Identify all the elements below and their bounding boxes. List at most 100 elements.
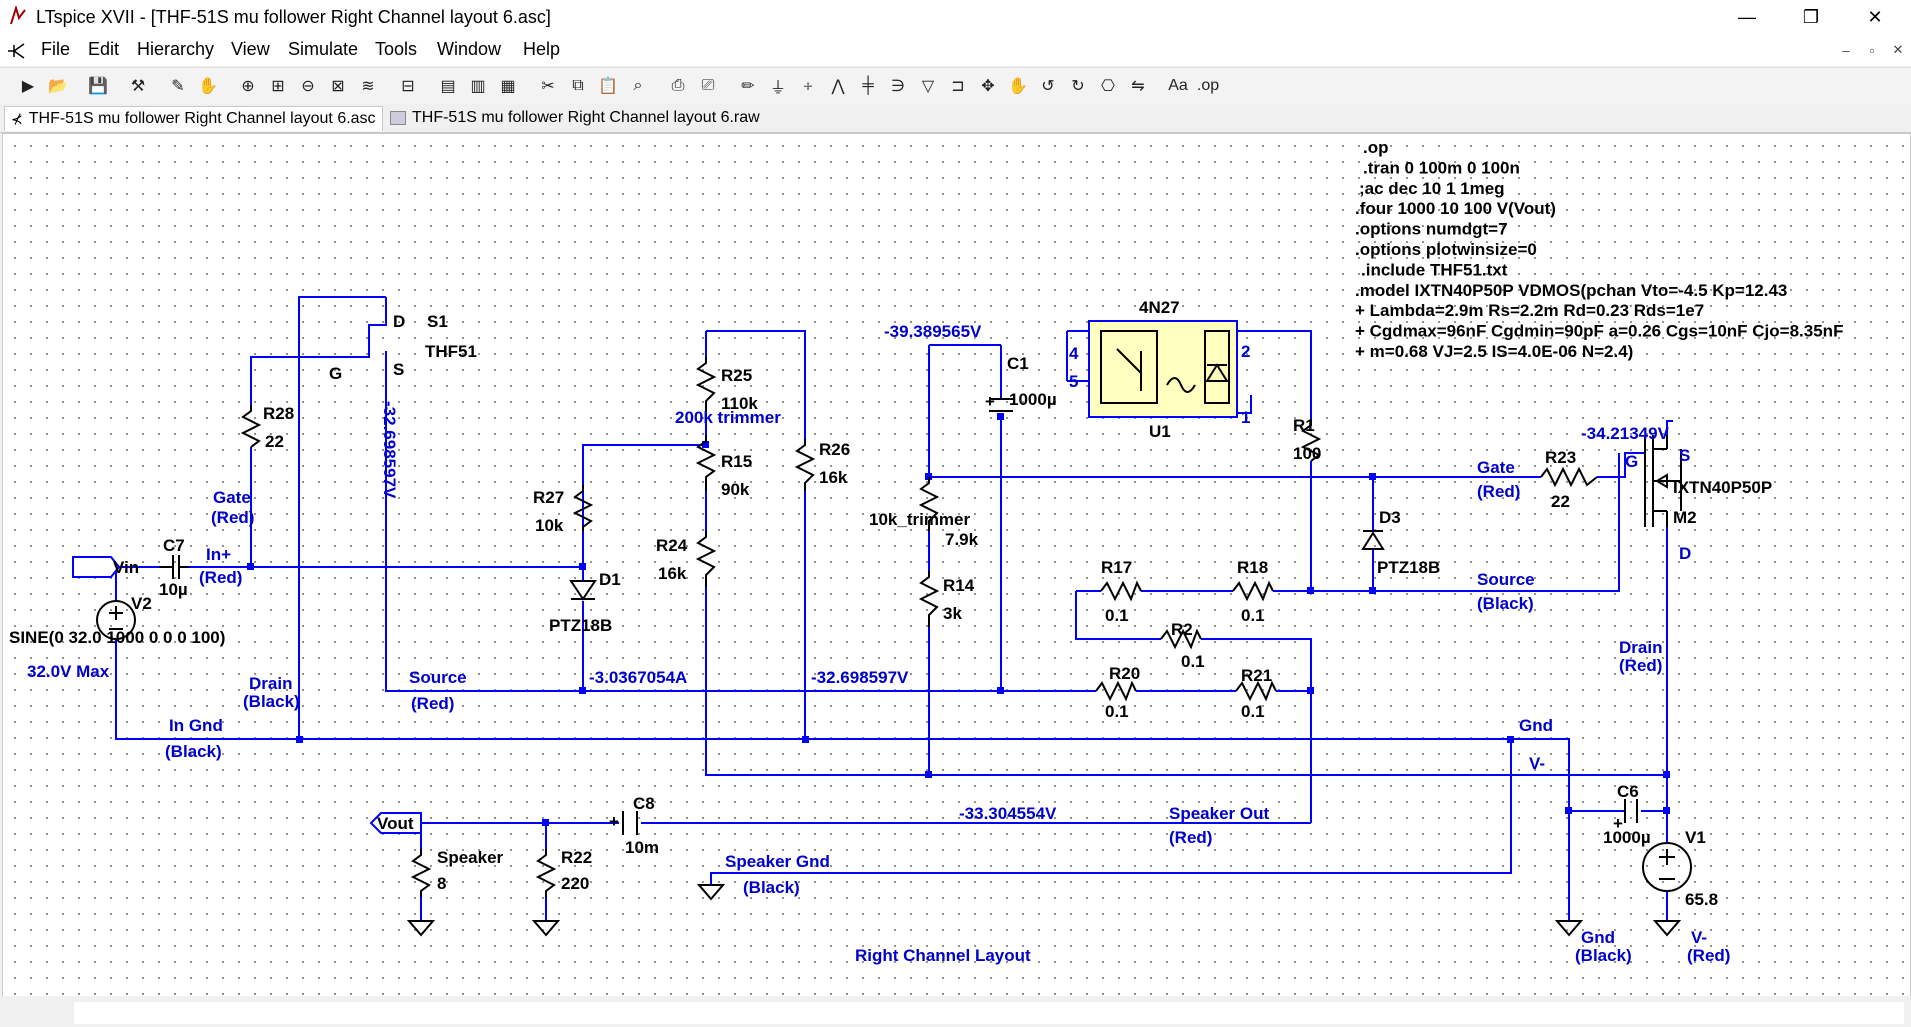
rotate-icon[interactable]: ⎔ [1101, 78, 1115, 95]
tile-horizontal-icon[interactable]: ▦ [500, 78, 516, 95]
tab-schematic[interactable]: ⊀ THF-51S mu follower Right Channel layo… [4, 106, 383, 131]
voltage-m2-source: -34.21349V [1581, 424, 1670, 443]
component-icon[interactable]: ⊐ [951, 78, 965, 95]
vout-label: Vout [377, 814, 414, 833]
vminus-label: V- [1529, 754, 1545, 773]
minimize-button[interactable]: — [1738, 6, 1756, 27]
menu-hierarchy[interactable]: Hierarchy [137, 39, 215, 59]
undo-icon[interactable]: ↺ [1041, 78, 1055, 95]
r14-symbol [918, 571, 940, 627]
print-icon[interactable]: ⎚ [701, 77, 715, 94]
s1-pin-s: S [393, 360, 404, 379]
text-icon[interactable]: Aa [1168, 77, 1188, 94]
window-title: LTspice XVII - [THF-51S mu follower Righ… [36, 7, 551, 27]
junction-dots [247, 413, 1670, 826]
gnd-bottom-color: (Black) [1575, 946, 1632, 965]
zoom-area-icon[interactable]: ⊞ [271, 78, 285, 95]
autorange-icon[interactable]: ≋ [361, 78, 375, 95]
capacitor-icon[interactable]: ╪ [862, 77, 874, 94]
copy-icon[interactable]: ⧉ [572, 77, 584, 94]
speaker-name: Speaker [437, 848, 504, 867]
new-schematic-icon[interactable]: ▶ [21, 78, 35, 95]
r21-symbol [1235, 680, 1277, 702]
grid-icon[interactable]: ⊟ [401, 78, 415, 95]
open-icon[interactable]: 📂 [48, 78, 68, 95]
m2-name: M2 [1673, 508, 1697, 527]
paste-icon[interactable]: 📋 [598, 78, 618, 95]
close-button[interactable]: ✕ [1867, 6, 1883, 27]
halt-icon[interactable]: ✋ [198, 78, 218, 95]
r20-name: R20 [1109, 664, 1140, 683]
in-gnd-color: (Black) [165, 742, 222, 761]
redo-icon[interactable]: ↻ [1071, 78, 1085, 95]
r21-name: R21 [1241, 666, 1272, 685]
mirror-icon[interactable]: ⇋ [1131, 78, 1145, 95]
find-icon[interactable]: ⌕ [633, 77, 643, 94]
source-left-label: Source [409, 668, 467, 687]
move-icon[interactable]: ✥ [981, 78, 995, 95]
diode-icon[interactable]: ▽ [921, 78, 935, 95]
ground-icon[interactable]: ⏚ [769, 80, 786, 97]
mdi-restore-button[interactable]: ▫ [1869, 42, 1875, 58]
r27-value: 10k [535, 516, 564, 535]
menu-tools[interactable]: Tools [375, 39, 418, 59]
spice-directive-icon[interactable]: .op [1196, 77, 1220, 94]
menu-window[interactable]: Window [437, 39, 502, 59]
mdi-minimize-button[interactable]: – [1842, 42, 1850, 58]
r23-name: R23 [1545, 448, 1576, 467]
drag-icon[interactable]: ✋ [1008, 78, 1028, 95]
r14-value: 3k [943, 604, 962, 623]
print-setup-icon[interactable]: ⎙ [671, 77, 685, 94]
m2-pin-g: G [1625, 452, 1638, 471]
r2-value: 0.1 [1181, 652, 1205, 671]
tab-label: THF-51S mu follower Right Channel layout… [412, 109, 760, 126]
schematic-canvas[interactable]: .op.tran 0 100m 0 100n;ac dec 10 1 1meg.… [2, 133, 1911, 997]
menu-help[interactable]: Help [523, 39, 561, 59]
tab-waveform[interactable]: THF-51S mu follower Right Channel layout… [384, 106, 766, 130]
label-net-icon[interactable]: ⧾ [803, 77, 812, 94]
menu-file[interactable]: File [41, 39, 71, 59]
r18-name: R18 [1237, 558, 1268, 577]
inductor-icon[interactable]: ∋ [891, 78, 905, 95]
in-plus-label: In+ [206, 545, 231, 564]
in-plus-color: (Red) [199, 568, 242, 587]
menu-simulate[interactable]: Simulate [288, 39, 359, 59]
menu-edit[interactable]: Edit [88, 39, 120, 59]
directive-line: .four 1000 10 100 V(Vout) [1355, 199, 1556, 218]
zoom-out-icon[interactable]: ⊖ [301, 78, 315, 95]
control-panel-icon[interactable]: ⚒ [130, 78, 146, 95]
r25-symbol [695, 357, 717, 413]
d3-symbol [1361, 531, 1385, 550]
r23-value: 22 [1551, 492, 1570, 511]
u1-model: 4N27 [1139, 298, 1180, 317]
directive-line: + Lambda=2.9m Rs=2.2m Rd=0.23 Rds=1e7 [1355, 301, 1704, 320]
restore-button[interactable]: ❐ [1802, 6, 1820, 27]
r2-symbol [1160, 628, 1202, 650]
c8-plus: + [609, 812, 619, 831]
cascade-icon[interactable]: ▥ [470, 78, 486, 95]
v1-symbol [1642, 842, 1692, 892]
r20-value: 0.1 [1105, 702, 1129, 721]
schematic-doc-icon[interactable] [6, 40, 28, 62]
trimmer-symbol [918, 477, 940, 531]
save-icon[interactable]: 💾 [88, 78, 108, 95]
run-icon[interactable]: ✎ [171, 78, 185, 95]
voltage-c1-top: -39.389565V [884, 322, 982, 341]
tile-vertical-icon[interactable]: ▤ [440, 78, 456, 95]
u1-pin4: 4 [1069, 344, 1079, 363]
menu-view[interactable]: View [231, 39, 270, 59]
cut-icon[interactable]: ✂ [541, 78, 555, 95]
in-gnd-label: In Gnd [169, 716, 223, 735]
speaker-symbol [410, 849, 432, 897]
mdi-close-button[interactable]: ✕ [1892, 42, 1904, 57]
resistor-icon[interactable]: ⋀ [831, 78, 845, 95]
m2-pin-s: S [1679, 446, 1690, 465]
vminus-bottom-color: (Red) [1687, 946, 1730, 965]
r22-symbol [535, 849, 557, 897]
zoom-fit-icon[interactable]: ⊠ [331, 78, 345, 95]
zoom-in-icon[interactable]: ⊕ [241, 78, 255, 95]
directive-line: .include THF51.txt [1361, 260, 1508, 279]
draw-wire-icon[interactable]: ✏ [741, 78, 755, 95]
r18-value: 0.1 [1241, 606, 1265, 625]
source-left-color: (Red) [411, 694, 454, 713]
